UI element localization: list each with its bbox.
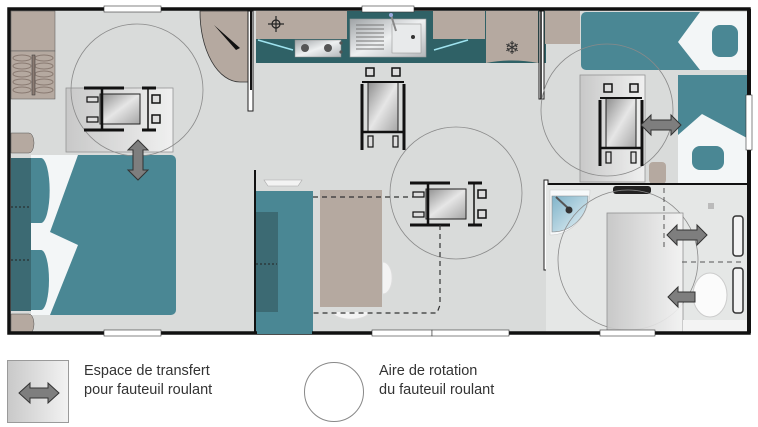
nightstand — [649, 162, 666, 184]
nightstand — [10, 132, 35, 154]
fridge — [486, 11, 538, 63]
pillow — [712, 25, 738, 57]
rotation-circle — [389, 126, 523, 260]
rotation-circle — [540, 43, 674, 177]
living — [254, 126, 523, 332]
floor-plan: ❄ — [7, 5, 753, 337]
window — [371, 329, 433, 337]
stove — [294, 39, 342, 58]
lamp — [263, 179, 303, 187]
legend-rotation-label: Aire de rotation du fauteuil roulant — [379, 362, 494, 400]
double-bed — [31, 155, 176, 315]
sofa-back — [256, 212, 278, 312]
pillow — [31, 158, 50, 223]
gas-icon — [268, 16, 284, 32]
snowflake-icon: ❄ — [504, 38, 519, 58]
path-line — [313, 196, 441, 314]
toilet-tank — [683, 320, 747, 332]
window — [599, 329, 656, 337]
radiator — [732, 267, 744, 314]
pillow — [31, 250, 49, 310]
entrance-door — [257, 330, 312, 334]
pillow — [692, 146, 724, 170]
transfer-arrow — [667, 285, 696, 309]
legend-rotation-line2: du fauteuil roulant — [379, 382, 495, 398]
legend-transfer-label: Espace de transfert pour fauteuil roulan… — [84, 362, 212, 400]
kitchen: ❄ — [256, 11, 546, 152]
door-swing — [199, 10, 250, 83]
cabinet — [433, 11, 485, 39]
legend-transfer-box — [7, 360, 69, 423]
dining-table — [320, 190, 382, 307]
bedroom-right — [538, 10, 747, 184]
bathroom — [543, 179, 748, 333]
circle-icon — [304, 362, 364, 422]
legend-transfer-line2: pour fauteuil roulant — [84, 382, 213, 398]
window — [745, 94, 753, 151]
wardrobe — [10, 10, 56, 52]
legend-transfer-line1: Espace de transfert — [84, 363, 210, 379]
door-handle — [214, 25, 240, 50]
window — [431, 329, 510, 337]
nightstand — [10, 313, 35, 335]
headboard — [11, 158, 31, 311]
shelf — [545, 11, 580, 44]
chair — [332, 311, 370, 320]
drain — [708, 203, 714, 209]
chair — [382, 261, 393, 295]
toilet — [692, 272, 728, 318]
legend: Espace de transfert pour fauteuil roulan… — [0, 340, 758, 423]
legend-rotation-line1: Aire de rotation — [379, 363, 478, 379]
window — [103, 5, 162, 13]
window — [361, 5, 415, 13]
double-arrow-icon — [18, 381, 60, 405]
bedroom-left — [10, 10, 204, 335]
cabinet — [296, 11, 347, 39]
window — [103, 329, 162, 337]
corner-sink — [551, 195, 589, 233]
radiator — [732, 215, 744, 257]
